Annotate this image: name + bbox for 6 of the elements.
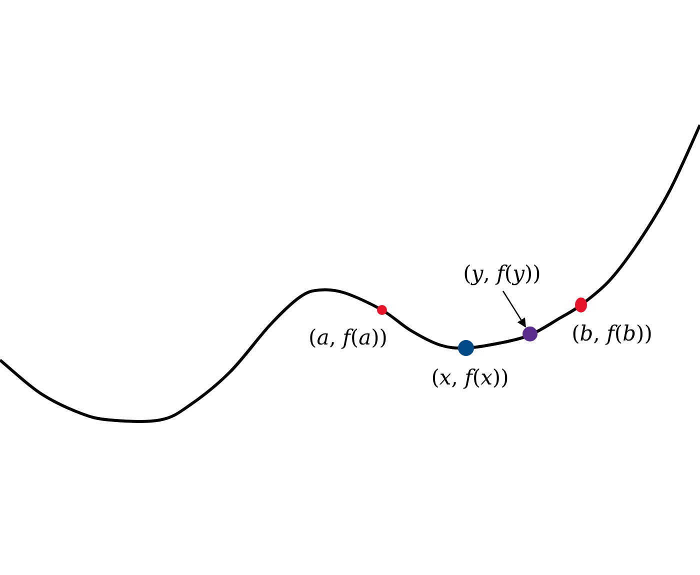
leader-line — [502, 290, 526, 328]
point-label: (y, f(y)) — [463, 262, 541, 286]
point-marker — [522, 326, 538, 342]
point-label: (b, f(b)) — [572, 322, 652, 346]
point-label: (x, f(x)) — [431, 366, 509, 390]
point-label: (a, f(a)) — [308, 326, 388, 350]
